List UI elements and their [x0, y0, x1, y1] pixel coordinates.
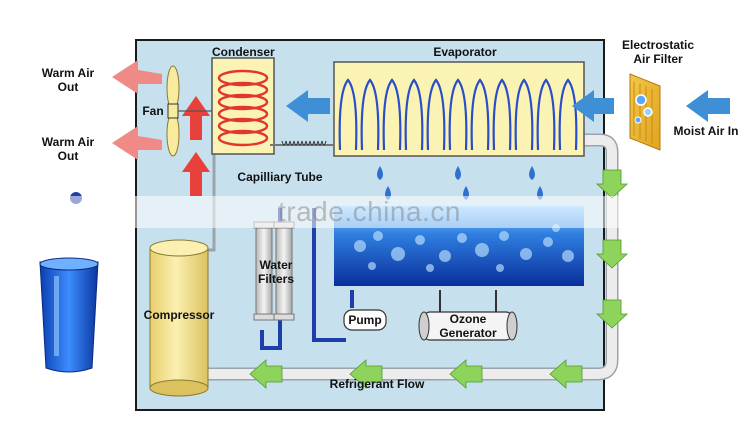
electrostatic-filter-label-1: Electrostatic	[621, 38, 695, 52]
condenser-coil	[217, 69, 269, 147]
warm-air-out-label-1b: Out	[57, 80, 79, 94]
warm-air-out-label-2b: Out	[57, 149, 79, 163]
moist-air-in-label: Moist Air In	[673, 124, 739, 138]
evaporator	[333, 61, 585, 157]
evaporator-coil	[338, 78, 578, 151]
fan-label: Fan	[142, 104, 164, 118]
air-flow-arrows	[286, 90, 730, 122]
capillary-tube	[270, 140, 334, 146]
watermark-band	[0, 196, 752, 228]
warm-air-out-label-2a: Warm Air	[41, 135, 95, 149]
water-bubbles	[354, 224, 574, 272]
fan-icon	[166, 65, 212, 157]
ozone-generator-label-2: Generator	[439, 326, 497, 340]
glass-of-water-icon	[39, 257, 99, 373]
warm-air-out-arrows	[112, 60, 162, 160]
ozone-generator-label-1: Ozone	[449, 312, 487, 326]
ozone-generator-icon	[418, 290, 518, 341]
evaporator-label: Evaporator	[433, 45, 497, 59]
pump-icon	[343, 309, 387, 331]
electrostatic-filter-label-2: Air Filter	[633, 52, 683, 66]
condenser-label: Condenser	[212, 45, 275, 59]
watermark: trade.china.cn	[278, 196, 461, 227]
warm-air-out-label-1a: Warm Air	[41, 66, 95, 80]
water-filters-label-2: Filters	[257, 272, 294, 286]
refrigerant-flow-label: Refrigerant Flow	[329, 377, 425, 391]
pump-label: Pump	[348, 313, 382, 327]
refrigerant-flow-arrows	[249, 169, 629, 389]
electrostatic-filter-icon	[629, 73, 661, 151]
hot-air-arrows	[182, 96, 210, 196]
capillary-tube-label: Capilliary Tube	[237, 170, 323, 184]
compressor-label: Compressor	[143, 308, 215, 322]
compressor	[149, 239, 209, 397]
water-filters-label-1: Water	[259, 258, 293, 272]
